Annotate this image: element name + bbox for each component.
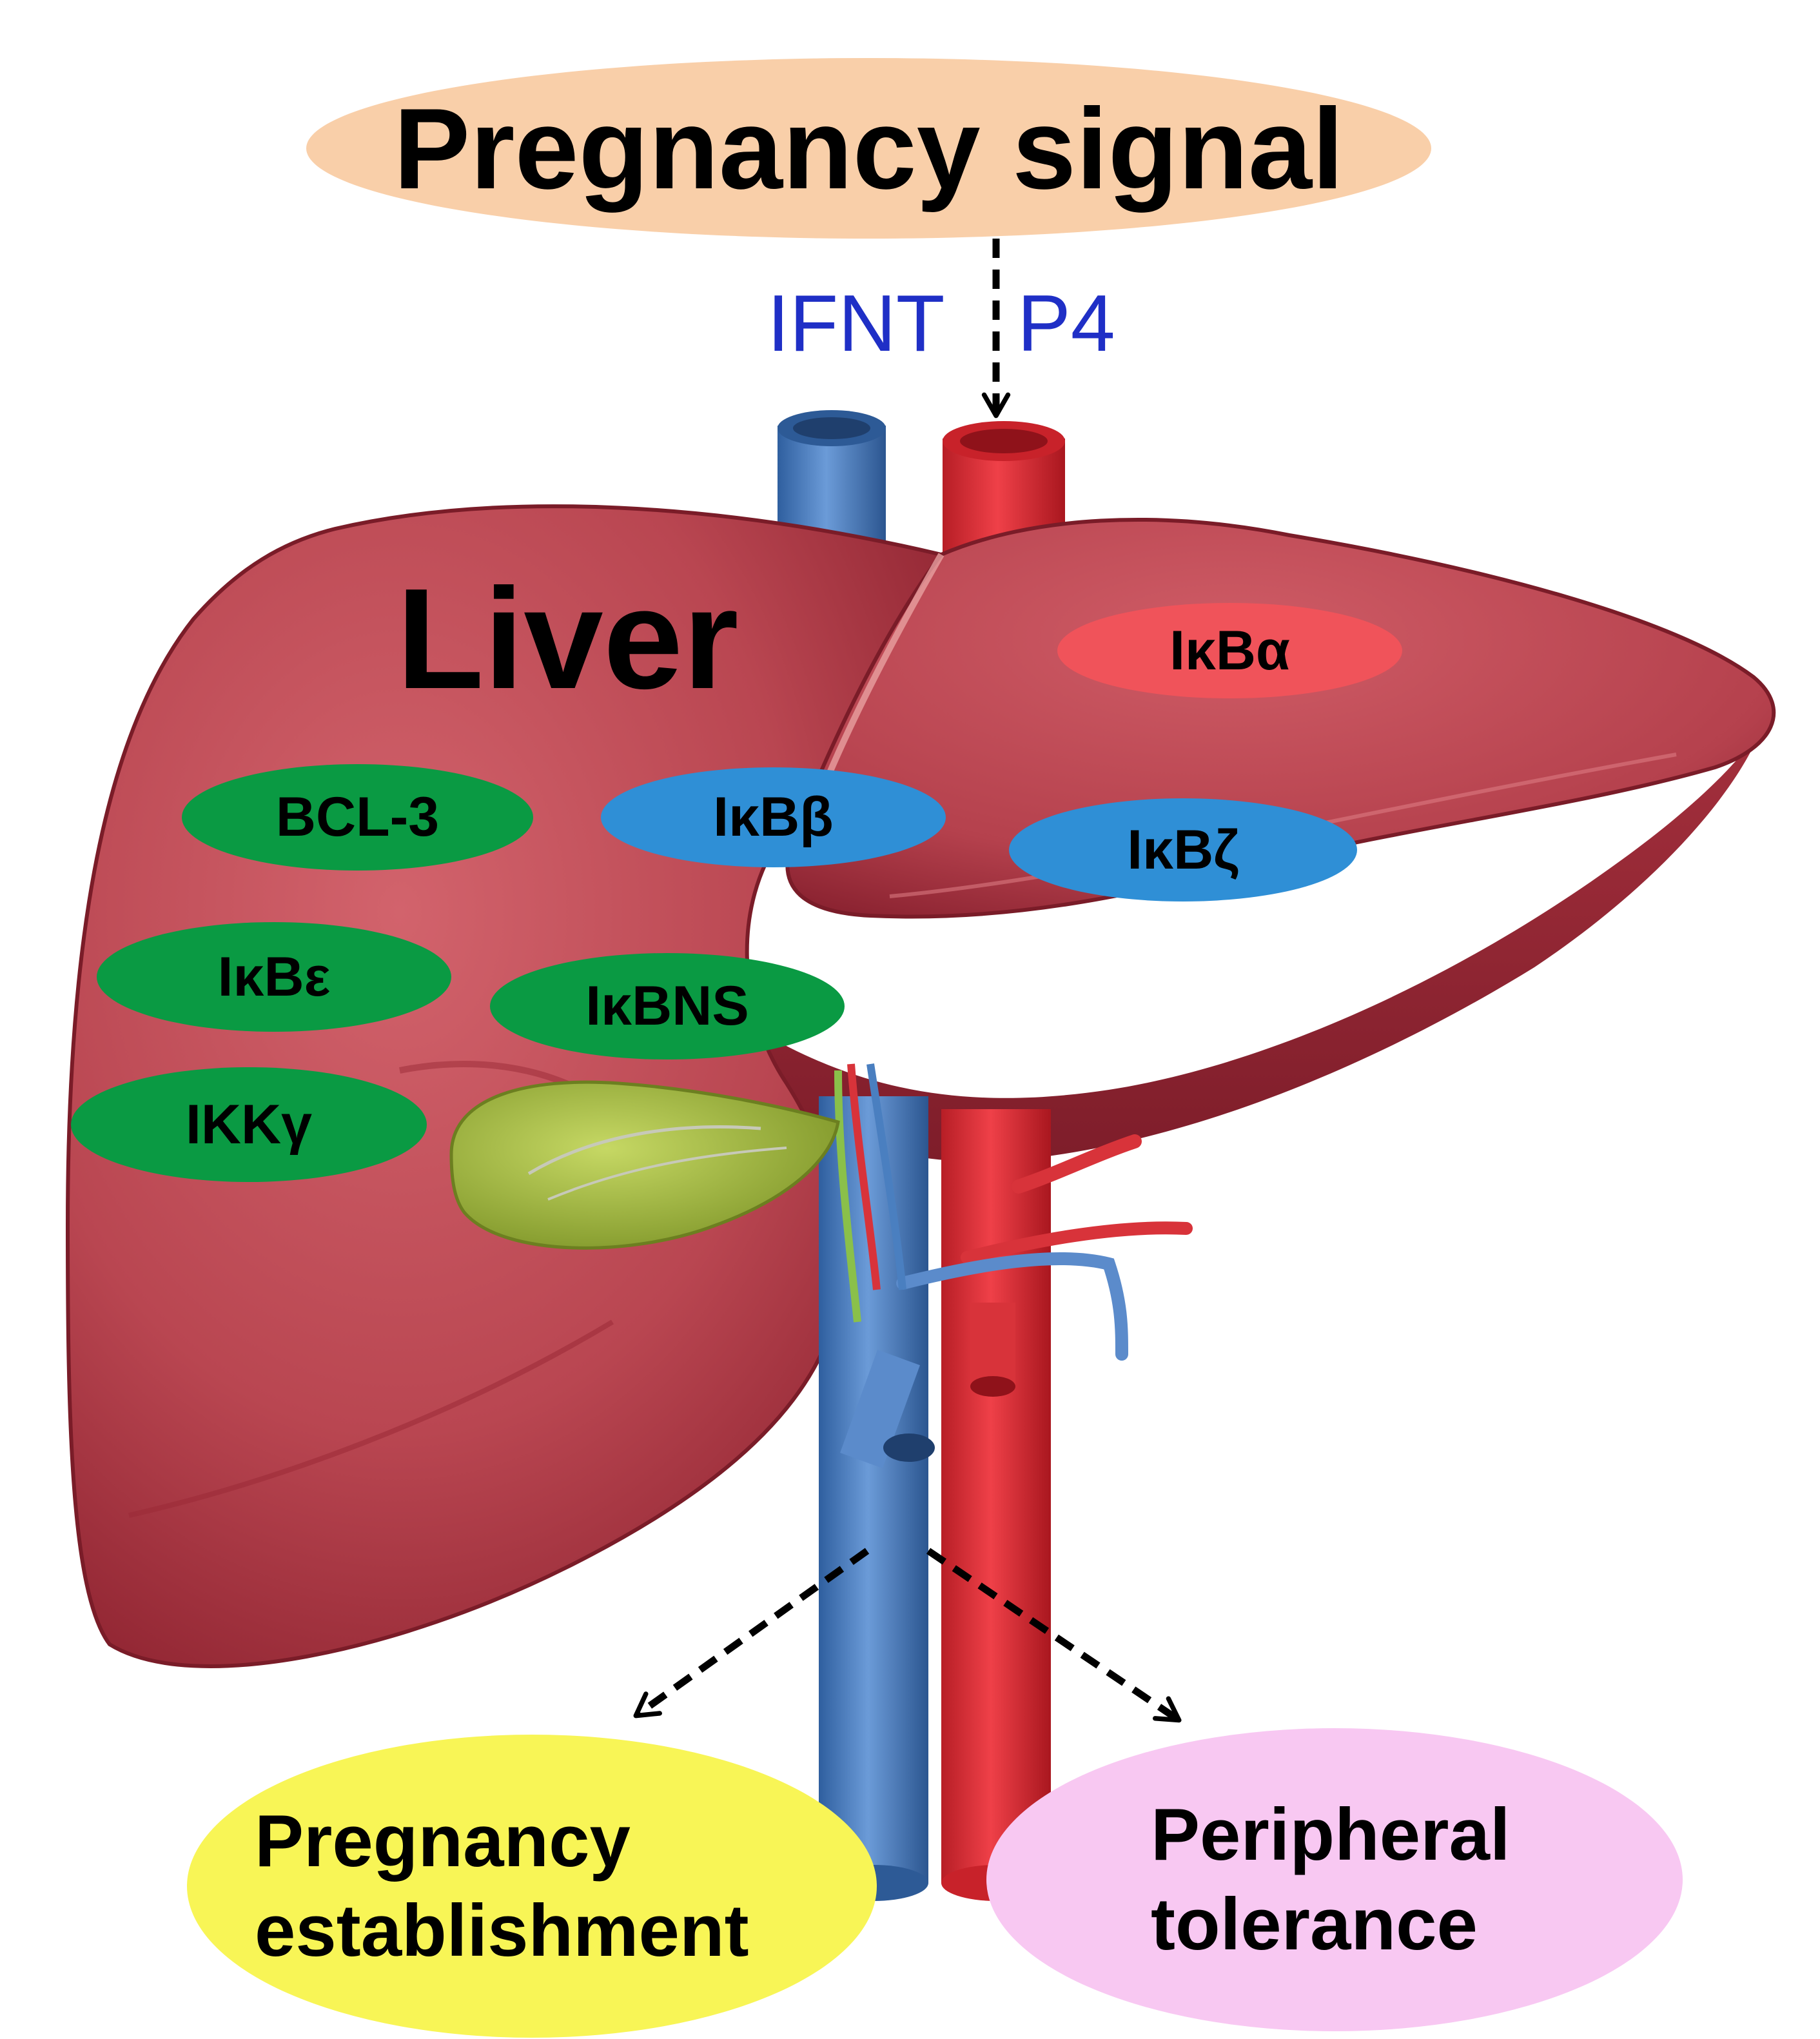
ikba-node: IκBα xyxy=(1057,603,1402,698)
pregnancy-establishment-node: Pregnancy establishment xyxy=(187,1735,877,2038)
hepatic-vein-branch xyxy=(896,1252,1128,1361)
organ-title: Liver xyxy=(396,559,739,719)
peripheral-tolerance-node: Peripheral tolerance xyxy=(986,1728,1683,2031)
pregnancy-signal-node: Pregnancy signal xyxy=(306,58,1431,239)
bcl3-node: BCL-3 xyxy=(182,764,533,871)
ikbz-label: IκBζ xyxy=(1127,818,1239,881)
ikbe-node: IκBε xyxy=(97,922,451,1032)
ikkg-node: IKKγ xyxy=(71,1067,427,1182)
ikbb-node: IκBβ xyxy=(601,767,946,867)
ikbns-node: IκBNS xyxy=(490,953,845,1059)
gallbladder xyxy=(449,1080,840,1250)
ikbns-label: IκBNS xyxy=(585,975,749,1037)
arrow-to-establishment xyxy=(633,1548,870,1719)
ikbb-label: IκBβ xyxy=(713,786,834,848)
p4-label: P4 xyxy=(1017,279,1115,368)
tolerance-line1: Peripheral xyxy=(1151,1793,1511,1876)
hepatic-artery-branch xyxy=(1012,1134,1142,1194)
vena-cava-bottom xyxy=(819,1096,935,1901)
establishment-line2: establishment xyxy=(255,1890,749,1972)
ikbe-label: IκBε xyxy=(217,945,331,1008)
bcl3-label: BCL-3 xyxy=(275,786,440,848)
ikba-label: IκBα xyxy=(1169,619,1290,682)
ikbz-node: IκBζ xyxy=(1009,798,1357,901)
establishment-line1: Pregnancy xyxy=(255,1800,631,1882)
arrow-to-tolerance xyxy=(926,1548,1182,1723)
tolerance-line2: tolerance xyxy=(1151,1884,1478,1965)
ikkg-label: IKKγ xyxy=(186,1093,312,1156)
ifnt-label: IFNT xyxy=(767,279,945,368)
pregnancy-signal-label: Pregnancy signal xyxy=(393,84,1344,213)
aorta-bottom xyxy=(941,1109,1051,1901)
